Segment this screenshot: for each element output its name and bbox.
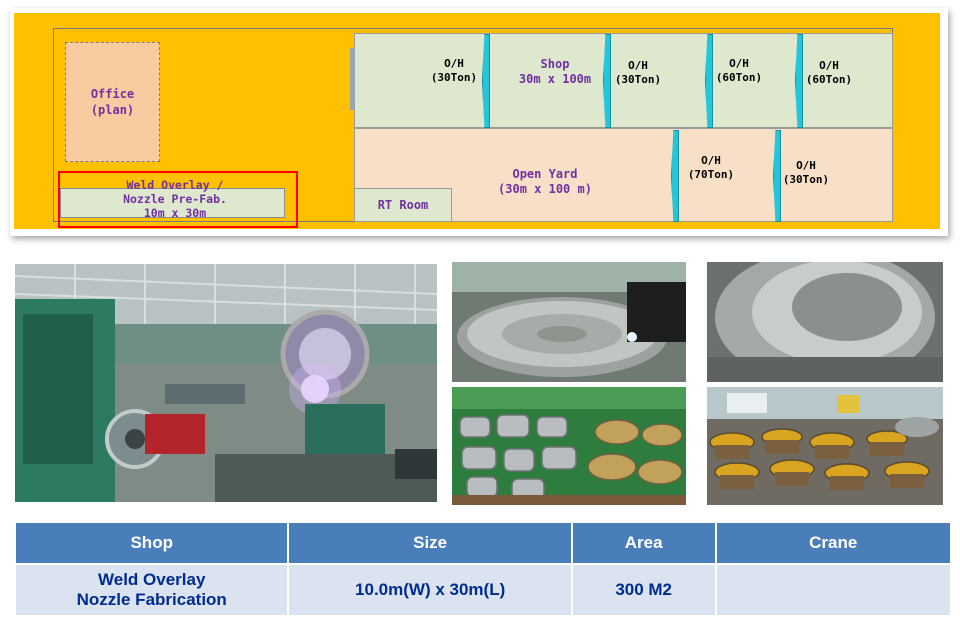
rt-room-zone: RT Room <box>354 188 452 222</box>
shop-zone <box>354 33 893 128</box>
flange-rings-photo <box>707 387 943 505</box>
table-row: Weld Overlay Nozzle Fabrication 10.0m(W)… <box>16 565 950 615</box>
highlight-box <box>58 171 298 228</box>
crane-label-5: O/H (70Ton) <box>687 154 735 181</box>
cell-shop: Weld Overlay Nozzle Fabrication <box>16 565 288 615</box>
shop-door <box>350 48 355 110</box>
shop-info-table: Shop Size Area Crane Weld Overlay Nozzle… <box>14 521 952 617</box>
nozzle-parts-photo <box>452 387 686 505</box>
disc-overlay-photo <box>452 262 686 382</box>
header-size: Size <box>289 523 571 563</box>
crane-label-6: O/H (30Ton) <box>782 159 830 186</box>
crane-rail-6 <box>773 130 781 222</box>
crane-rail-5 <box>671 130 679 222</box>
header-crane: Crane <box>716 523 950 563</box>
crane-label-1: O/H (30Ton) <box>430 57 478 84</box>
header-area: Area <box>572 523 715 563</box>
crane-rail-1 <box>482 34 490 128</box>
weld-overlay-zone <box>60 188 285 218</box>
crane-label-2: O/H (30Ton) <box>614 59 662 86</box>
weld-overlay-label: Weld Overlay / Nozzle Pre-Fab. 10m x 30m <box>123 178 227 220</box>
cell-area: 300 M2 <box>572 565 715 615</box>
welding-station-photo <box>15 264 437 502</box>
pipe-interior-photo <box>707 262 943 382</box>
office-zone: Office (plan) <box>65 42 160 162</box>
cell-crane <box>716 565 950 615</box>
crane-rail-2 <box>603 34 611 128</box>
cell-size: 10.0m(W) x 30m(L) <box>289 565 571 615</box>
shop-label: Shop 30m x 100m <box>518 57 592 86</box>
open-yard-label: Open Yard (30m x 100 m) <box>498 167 592 196</box>
header-shop: Shop <box>16 523 288 563</box>
crane-label-3: O/H (60Ton) <box>715 57 763 84</box>
table-header-row: Shop Size Area Crane <box>16 523 950 563</box>
crane-rail-4 <box>795 34 803 128</box>
crane-rail-3 <box>705 34 713 128</box>
crane-label-4: O/H (60Ton) <box>805 59 853 86</box>
rt-room-label: RT Room <box>377 198 429 212</box>
office-label: Office (plan) <box>90 87 135 117</box>
